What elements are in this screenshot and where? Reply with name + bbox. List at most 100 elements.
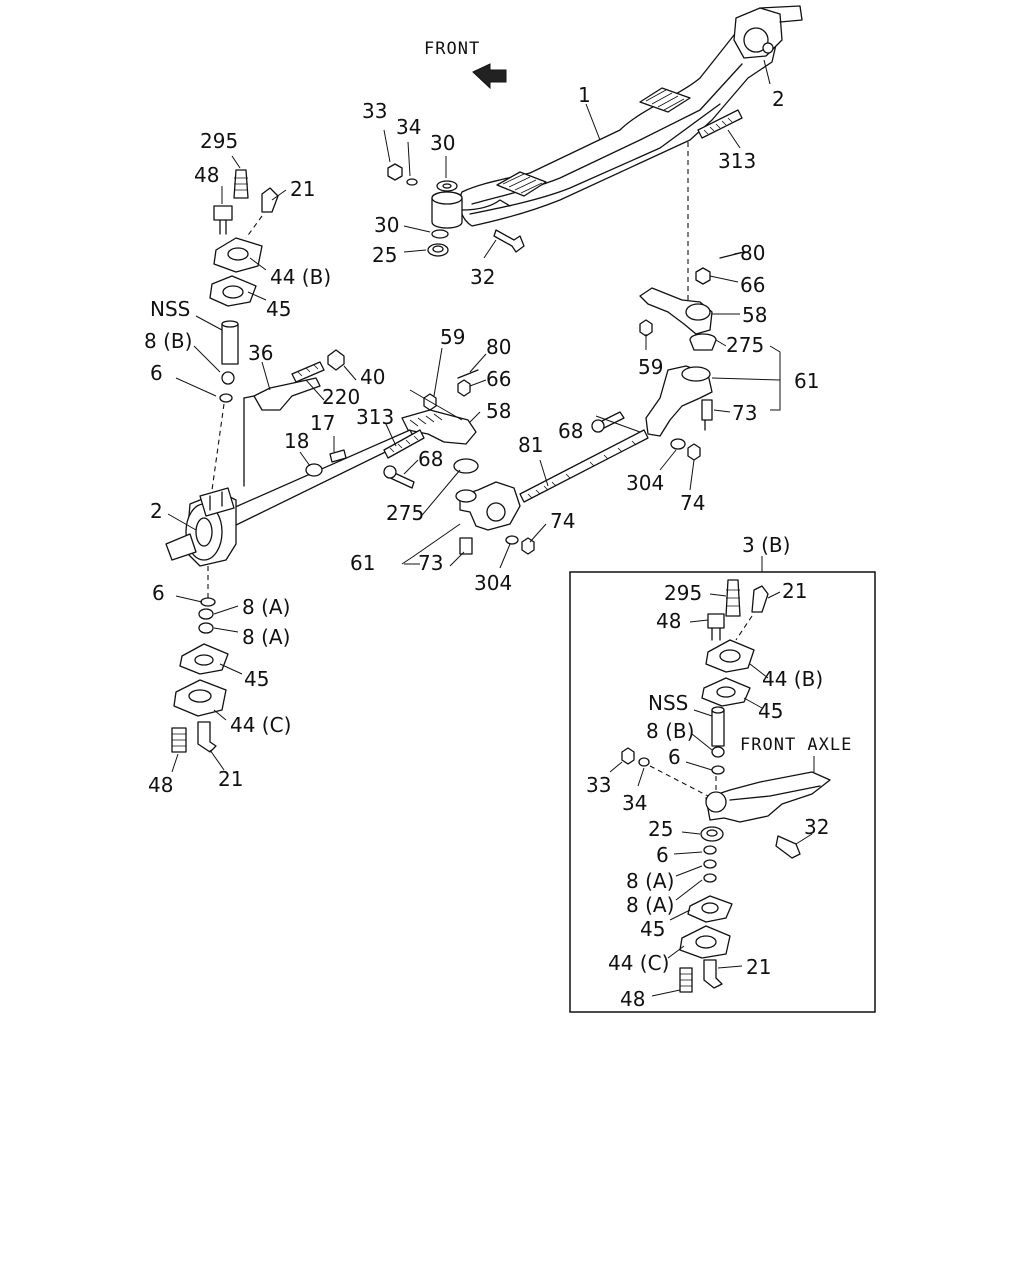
bushing-8b (221, 371, 235, 385)
inset-bolt-48-upper (707, 613, 725, 629)
label-25: 25 (372, 243, 397, 267)
label-1: 1 (578, 83, 591, 107)
label-32: 32 (470, 265, 495, 289)
inset-label-8b: 8 (B) (646, 719, 694, 743)
label-295: 295 (200, 129, 238, 153)
inset-washer-34 (638, 757, 650, 767)
label-48-upper: 48 (194, 163, 219, 187)
label-74-center: 74 (550, 509, 575, 533)
label-73-right: 73 (732, 401, 757, 425)
label-313-center: 313 (356, 405, 394, 429)
washer-304-center (505, 535, 519, 545)
label-80-center: 80 (486, 335, 511, 359)
nut-59-right (639, 319, 653, 337)
leader-lines (167, 59, 781, 773)
label-6-upper: 6 (150, 361, 163, 385)
label-36: 36 (248, 341, 273, 365)
nut-33 (387, 163, 403, 181)
left-knuckle-and-axle (165, 429, 425, 567)
label-58-center: 58 (486, 399, 511, 423)
cap-44c-lower (173, 679, 227, 717)
lower-kingpin-stack-left (171, 566, 229, 753)
shim-6-upper (219, 393, 233, 403)
inset-cap-44b (705, 639, 755, 673)
inset-label-nss: NSS (648, 691, 688, 715)
label-40: 40 (360, 365, 385, 389)
inset-label-48-upper: 48 (656, 609, 681, 633)
inset-beam-section (705, 771, 831, 823)
label-80-right: 80 (740, 241, 765, 265)
inset-front-axle-label: FRONT AXLE (740, 735, 852, 755)
label-44c: 44 (C) (230, 713, 291, 737)
inset-label-44b: 44 (B) (762, 667, 823, 691)
label-61-right: 61 (794, 369, 819, 393)
cap-44b-upper (213, 237, 263, 273)
inset-label-8a-second: 8 (A) (626, 893, 674, 917)
label-8a-second: 8 (A) (242, 625, 290, 649)
label-8a-first: 8 (A) (242, 595, 290, 619)
washer-30-upper (436, 180, 458, 192)
inset-kingpin-nss (711, 709, 725, 747)
shim-6-lower (200, 597, 216, 607)
label-21-lower: 21 (218, 767, 243, 791)
inset-label-25: 25 (648, 817, 673, 841)
inset-fitting-21-lower (703, 959, 723, 989)
label-81: 81 (518, 433, 543, 457)
bearing-25 (427, 243, 449, 257)
axle-beam (431, 5, 803, 229)
label-2-right: 2 (772, 87, 785, 111)
inset-label-48-lower: 48 (620, 987, 645, 1011)
inset-label-33: 33 (586, 773, 611, 797)
grease-fitting-21-upper (261, 187, 279, 213)
label-34: 34 (396, 115, 421, 139)
bolt-48-upper (213, 205, 233, 221)
label-33: 33 (362, 99, 387, 123)
gasket-45-upper (209, 275, 257, 307)
grease-fitting-73-center (459, 537, 473, 555)
front-direction-indicator: FRONT (424, 39, 507, 90)
inset-pin-32 (775, 835, 801, 859)
label-45-lower: 45 (244, 667, 269, 691)
inset-bearing-8a-2 (703, 873, 717, 883)
inset-label-8a-first: 8 (A) (626, 869, 674, 893)
inset-gasket-45-lower (687, 895, 733, 923)
inset-bearing-25 (700, 826, 724, 842)
seal-275-center (453, 458, 479, 474)
label-304-center: 304 (474, 571, 512, 595)
seal-275-right (689, 333, 717, 351)
inset-label-34: 34 (622, 791, 647, 815)
label-44b: 44 (B) (270, 265, 331, 289)
arm-58-right (639, 287, 713, 335)
label-58-right: 58 (742, 303, 767, 327)
inset-label-21-lower: 21 (746, 955, 771, 979)
kingpin-nss (221, 323, 239, 365)
inset-gasket-45-upper (701, 677, 751, 707)
label-21-upper: 21 (290, 177, 315, 201)
pin-17 (329, 449, 347, 463)
grease-fitting-73-right (701, 399, 713, 421)
label-66-center: 66 (486, 367, 511, 391)
upper-kingpin-stack-left (209, 169, 345, 491)
lock-washer-34 (406, 178, 418, 186)
front-arrow-icon (472, 63, 507, 90)
inset-shim-6-upper (711, 765, 725, 775)
label-45-upper: 45 (266, 297, 291, 321)
bushing-18 (305, 463, 323, 477)
inset-label-45-lower: 45 (640, 917, 665, 941)
stud-313-right (697, 109, 743, 139)
washer-304-right (670, 438, 686, 450)
label-66-right: 66 (740, 273, 765, 297)
label-73-center: 73 (418, 551, 443, 575)
label-17: 17 (310, 411, 335, 435)
label-220: 220 (322, 385, 360, 409)
label-275-center: 275 (386, 501, 424, 525)
label-2-left: 2 (150, 499, 163, 523)
inset-3b: 3 (B) FRONT AXLE (569, 533, 876, 1013)
label-68-center: 68 (418, 447, 443, 471)
inset-label-6-lower: 6 (656, 843, 669, 867)
label-68-right: 68 (558, 419, 583, 443)
nut-74-center (521, 537, 535, 555)
callout-labels: 1 2 313 33 34 30 30 25 32 295 48 21 44 (… (144, 83, 819, 797)
inset-bushing-8b (711, 746, 725, 758)
